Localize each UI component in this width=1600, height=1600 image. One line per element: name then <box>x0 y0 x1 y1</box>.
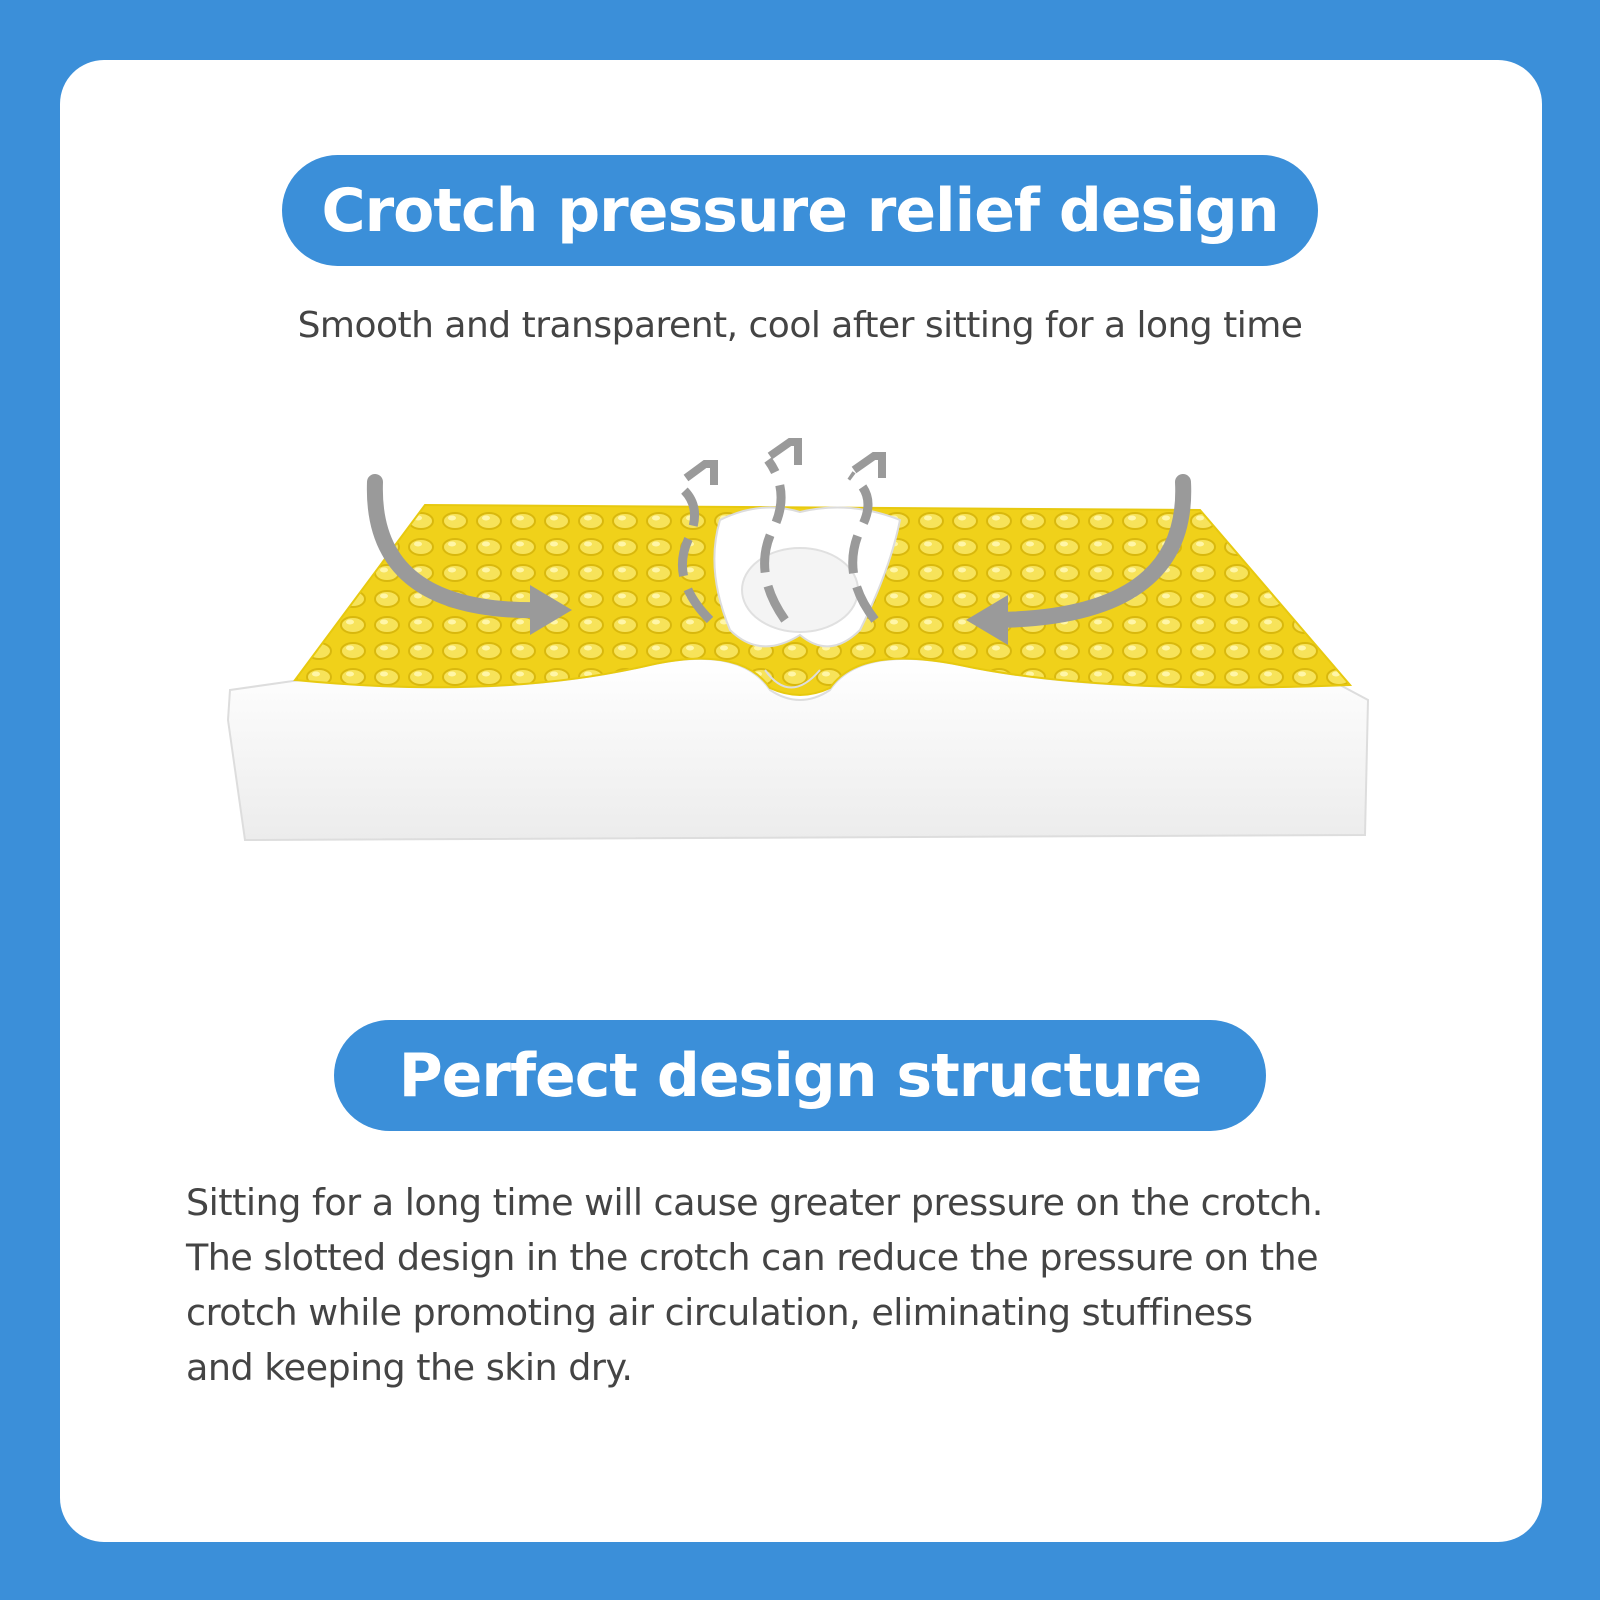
cushion-center-hole <box>741 547 859 633</box>
pressure-arrow-right-icon <box>982 474 1192 628</box>
airflow-arrowhead-icon <box>767 438 802 465</box>
paragraph-line: Sitting for a long time will cause great… <box>186 1181 1323 1224</box>
airflow-arrowhead-icon <box>851 452 886 478</box>
arrowhead-left-icon <box>530 585 572 635</box>
paragraph-line: and keeping the skin dry. <box>186 1346 633 1389</box>
page-title: Crotch pressure relief design <box>321 175 1280 246</box>
pressure-arrow-left-icon <box>366 474 553 619</box>
airflow-arrows-icon <box>675 457 879 624</box>
seat-cushion-illustration <box>226 438 1370 842</box>
section-title: Perfect design structure <box>398 1040 1203 1111</box>
title-banner: Crotch pressure relief design <box>282 155 1318 266</box>
arrowhead-right-icon <box>966 595 1008 645</box>
paragraph-line: The slotted design in the crotch can red… <box>186 1236 1319 1279</box>
subtitle: Smooth and transparent, cool after sitti… <box>297 305 1303 346</box>
airflow-arrowhead-icon <box>683 460 718 485</box>
paragraph-line: crotch while promoting air circulation, … <box>186 1291 1253 1334</box>
description-paragraph: Sitting for a long time will cause great… <box>186 1175 1426 1395</box>
section-banner: Perfect design structure <box>334 1020 1266 1131</box>
